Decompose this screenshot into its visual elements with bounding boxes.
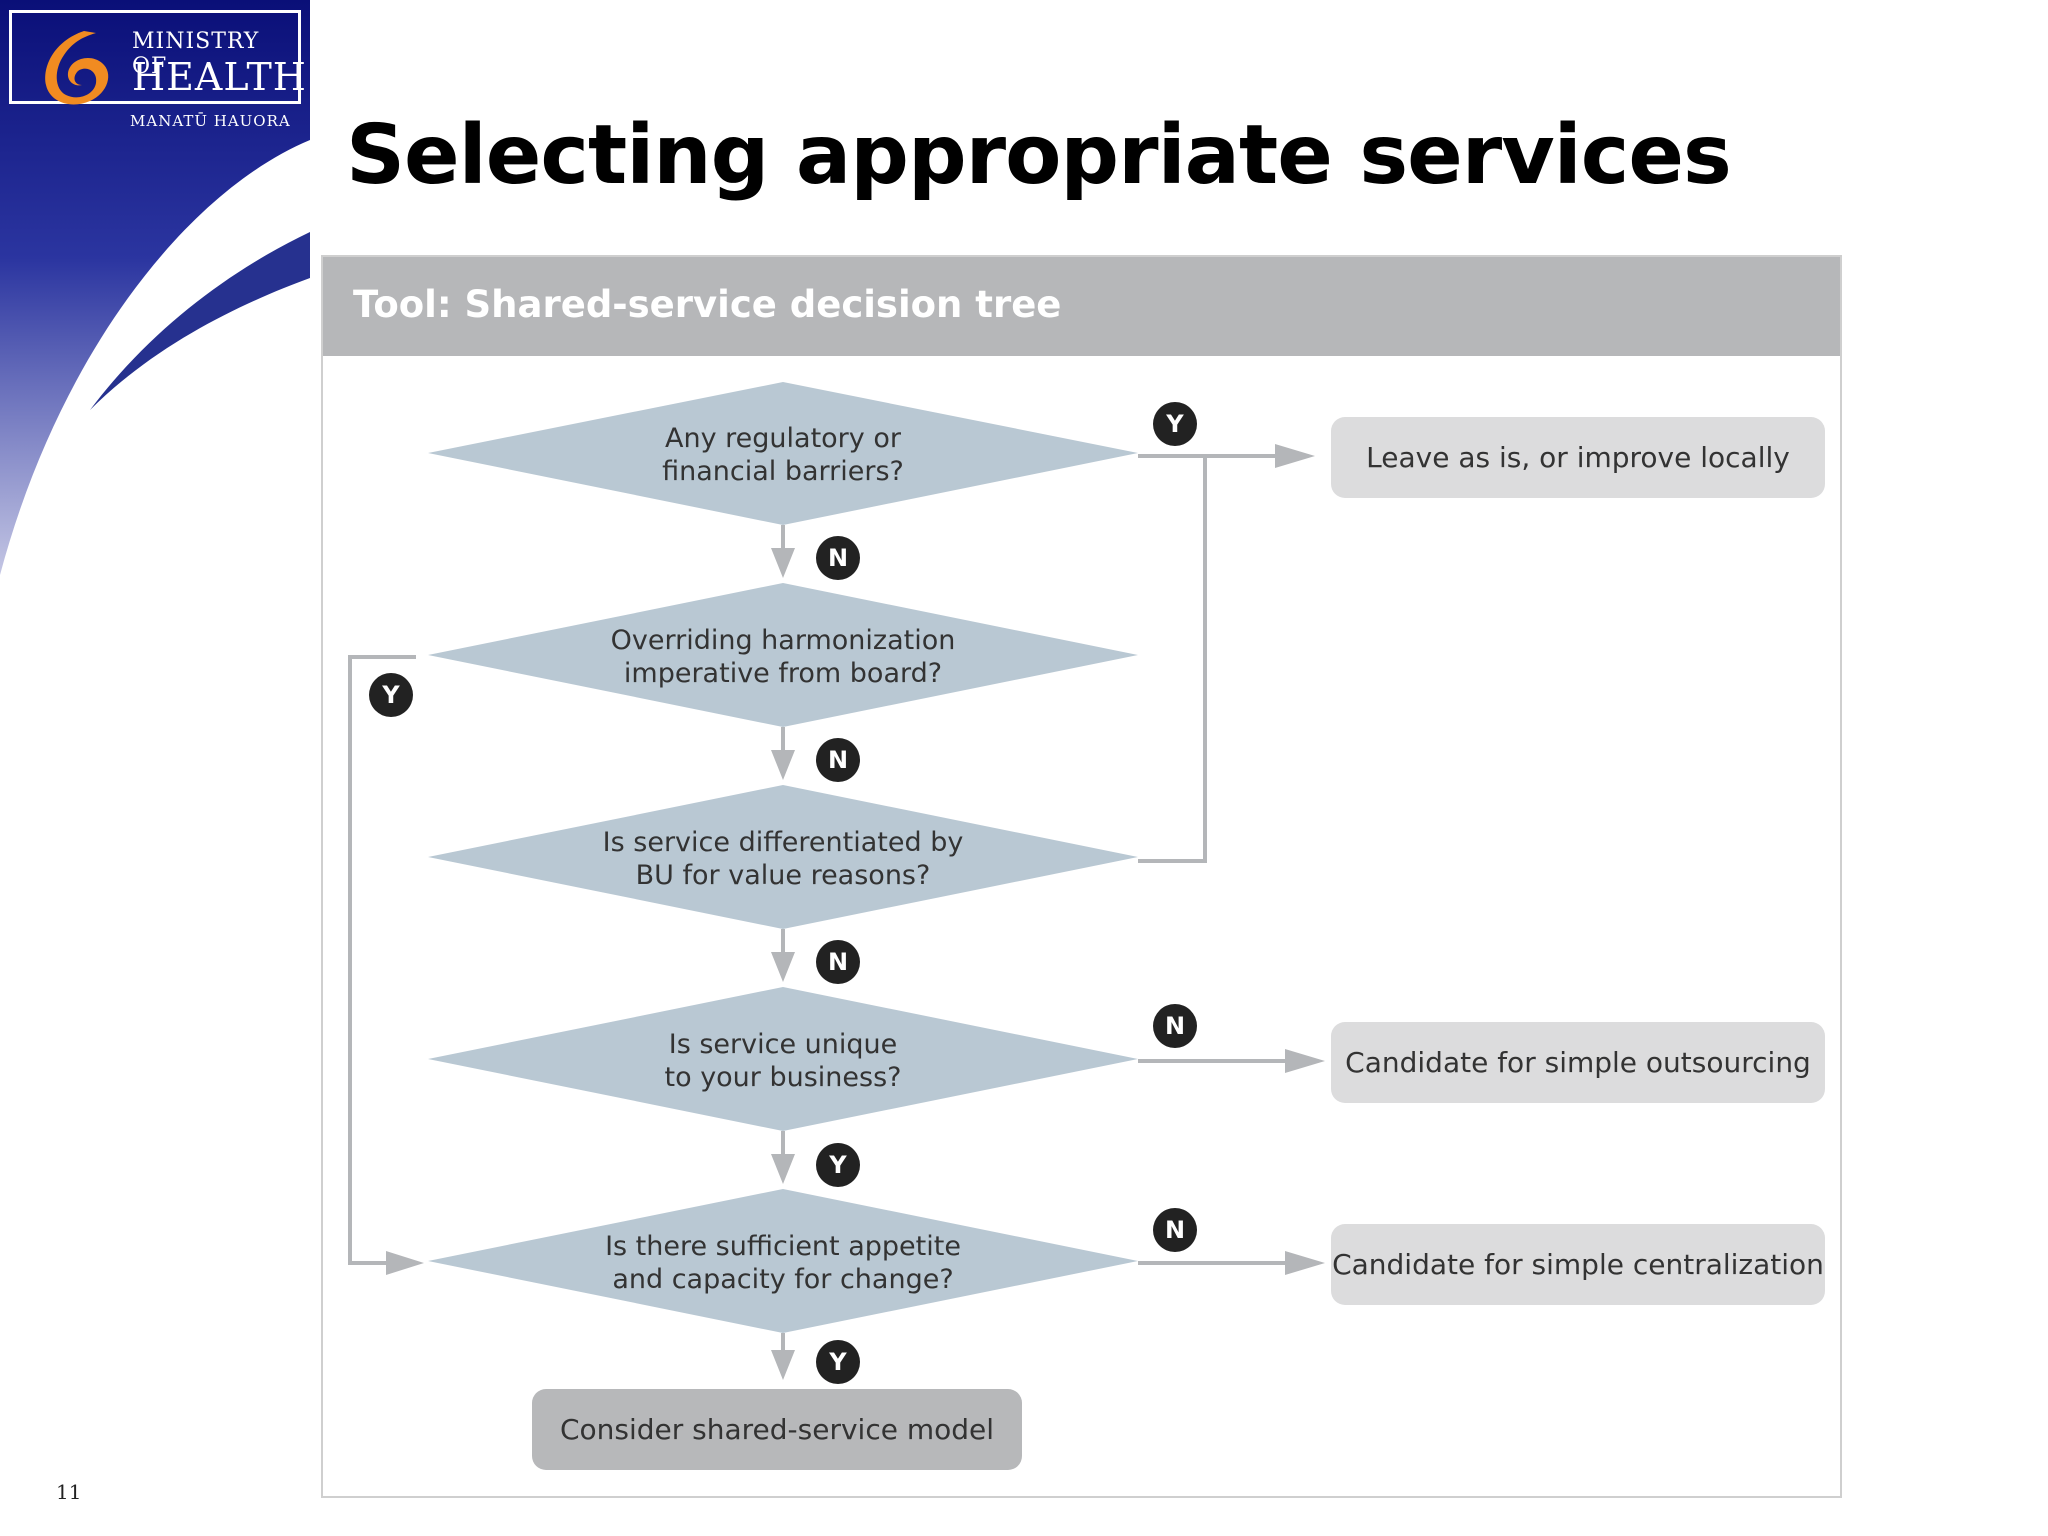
badge-no-q3: N	[816, 940, 860, 984]
outcome-simple-centralization: Candidate for simple centralization	[1331, 1224, 1825, 1305]
badge-yes-q5: Y	[816, 1340, 860, 1384]
panel-title: Tool: Shared-service decision tree	[353, 283, 1062, 326]
badge-no-q2: N	[816, 738, 860, 782]
logo-subtitle: MANATŪ HAUORA	[130, 112, 291, 130]
arrow-down-1	[771, 548, 795, 578]
badge-no-q4: N	[1153, 1004, 1197, 1048]
question-diamond-5	[428, 1189, 1138, 1333]
question-diamond-2	[428, 583, 1138, 727]
arrow-right-1	[1275, 444, 1315, 468]
connector-q3-yes	[1138, 456, 1207, 863]
question-diamond-3	[428, 785, 1138, 929]
arrow-down-4	[771, 1154, 795, 1184]
logo-health-text: HEALTH	[132, 55, 307, 99]
badge-yes-q1: Y	[1153, 402, 1197, 446]
ministry-of-health-logo: MINISTRY OF HEALTH	[9, 10, 306, 105]
arrow-right-2	[1285, 1049, 1325, 1073]
koru-logo-icon	[45, 31, 109, 105]
slide-title: Selecting appropriate services	[346, 108, 1732, 203]
arrow-down-2	[771, 750, 795, 780]
arrow-down-5	[771, 1350, 795, 1380]
question-5-text: Is there sufficient appetite and capacit…	[605, 1231, 961, 1295]
left-swoosh-decoration	[0, 0, 310, 575]
arrow-right-3	[1285, 1251, 1325, 1275]
arrow-right-4	[386, 1251, 424, 1275]
page-number: 11	[56, 1480, 82, 1504]
badge-no-q1: N	[816, 536, 860, 580]
question-3-text: Is service differentiated by BU for valu…	[602, 827, 964, 891]
arrow-down-3	[771, 952, 795, 982]
panel-header: Tool: Shared-service decision tree	[323, 257, 1840, 356]
badge-yes-q4: Y	[816, 1143, 860, 1187]
outcome-simple-outsourcing: Candidate for simple outsourcing	[1331, 1022, 1825, 1103]
question-diamond-4	[428, 987, 1138, 1131]
outcome-shared-service-model: Consider shared-service model	[532, 1389, 1022, 1470]
outcome-leave-as-is: Leave as is, or improve locally	[1331, 417, 1825, 498]
question-diamond-1	[428, 382, 1138, 525]
logo-ministry-text: MINISTRY OF	[132, 29, 260, 79]
badge-yes-q2: Y	[369, 673, 413, 717]
connector-q2-yes	[348, 655, 416, 1265]
question-2-text: Overriding harmonization imperative from…	[610, 625, 956, 689]
badge-no-q5: N	[1153, 1208, 1197, 1252]
question-4-text: Is service unique to your business?	[664, 1029, 902, 1093]
question-1-text: Any regulatory or financial barriers?	[662, 423, 904, 487]
